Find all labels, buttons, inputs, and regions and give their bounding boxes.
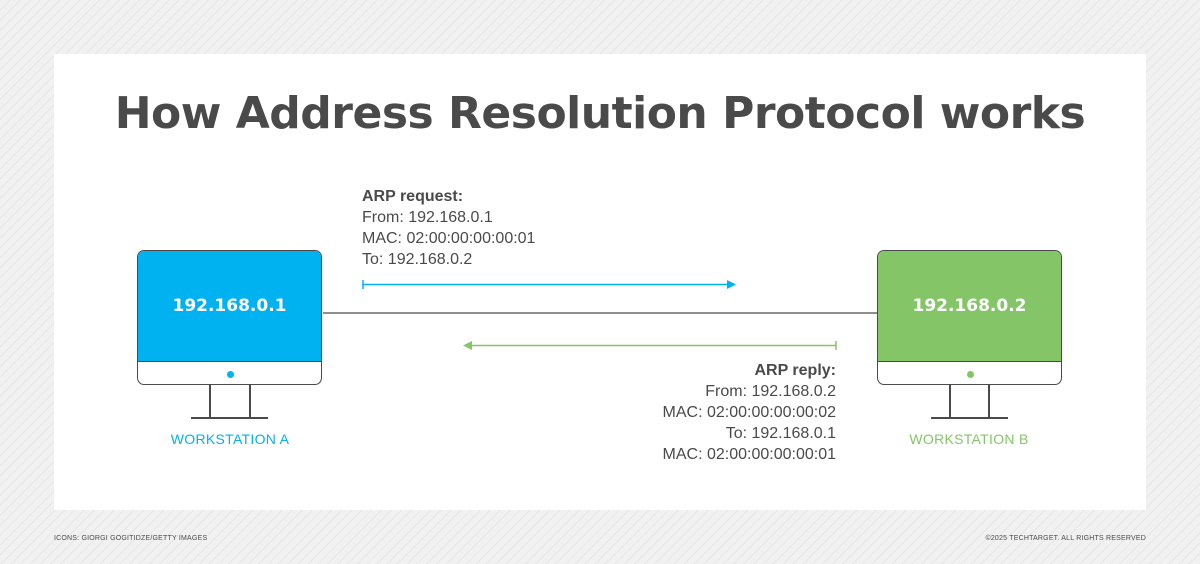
arp-request-heading: ARP request: [362, 188, 464, 205]
workstation-b-base [931, 417, 1008, 419]
image-credit: ICONS: GIORGI GOGITIDZE/GETTY IMAGES [54, 535, 208, 542]
diagram-title: How Address Resolution Protocol works [114, 88, 1086, 139]
workstation-a-base [191, 417, 268, 419]
workstation-b-screen: 192.168.0.2 [878, 251, 1061, 362]
arp-request-to: To: 192.168.0.2 [362, 251, 473, 268]
reply-arrow-icon [463, 341, 837, 350]
workstation-b-stand-left [949, 385, 951, 417]
workstation-a-screen: 192.168.0.1 [138, 251, 321, 362]
arp-request-from: From: 192.168.0.1 [362, 209, 493, 226]
workstation-b-monitor-icon: 192.168.0.2 [877, 250, 1062, 385]
arp-request-text: ARP request: From: 192.168.0.1 MAC: 02:0… [362, 186, 535, 270]
workstation-a-stand-left [209, 385, 211, 417]
workstation-b-label: WORKSTATION B [909, 431, 1029, 447]
arp-request-mac: MAC: 02:00:00:00:00:01 [362, 230, 536, 247]
workstation-a-power-dot [227, 371, 234, 378]
workstation-a-stand-right [249, 385, 251, 417]
arp-reply-heading: ARP reply: [754, 362, 836, 379]
workstation-a-label: WORKSTATION A [170, 431, 290, 447]
copyright-notice: ©2025 TECHTARGET. ALL RIGHTS RESERVED [985, 535, 1146, 542]
arp-reply-from: From: 192.168.0.2 [705, 383, 836, 400]
arp-reply-target-mac: MAC: 02:00:00:00:00:01 [662, 446, 836, 463]
workstation-a-monitor-icon: 192.168.0.1 [137, 250, 322, 385]
workstation-b-power-dot [967, 371, 974, 378]
arp-reply-mac: MAC: 02:00:00:00:00:02 [662, 404, 836, 421]
arp-reply-to: To: 192.168.0.1 [725, 425, 836, 442]
request-arrow-icon [362, 280, 736, 289]
arp-reply-text: ARP reply: From: 192.168.0.2 MAC: 02:00:… [600, 360, 836, 465]
workstation-b-stand-right [988, 385, 990, 417]
